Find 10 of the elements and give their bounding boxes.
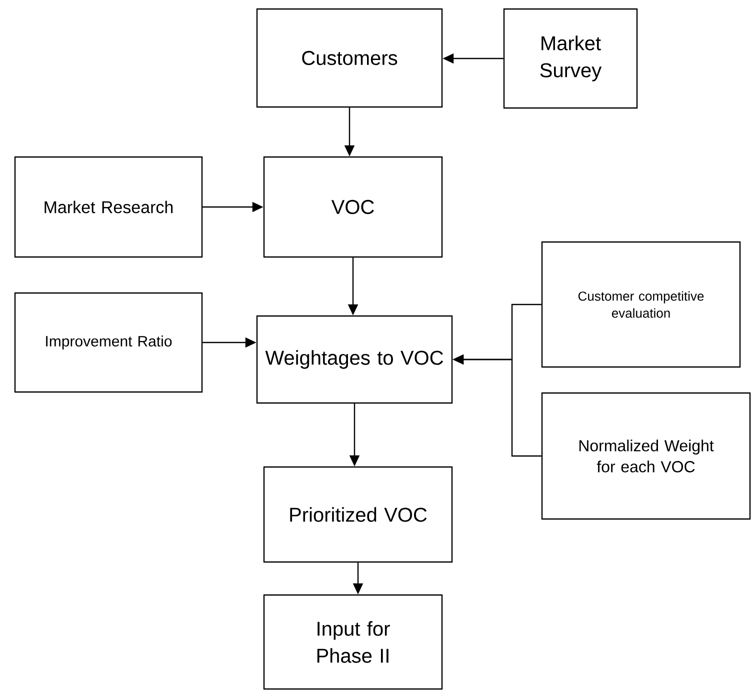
process-box: Input for Phase II [263, 594, 443, 690]
process-box: Prioritized VOC [263, 466, 453, 563]
process-box: VOC [263, 156, 443, 258]
process-box: Normalized Weight for each VOC [541, 392, 751, 520]
process-box: Market Research [14, 156, 203, 258]
process-box: Weightages to VOC [256, 315, 453, 404]
process-box: Customer competitive evaluation [541, 241, 741, 368]
process-box: Improvement Ratio [14, 292, 203, 393]
process-box: Market Survey [503, 8, 638, 109]
process-box: Customers [256, 8, 443, 108]
